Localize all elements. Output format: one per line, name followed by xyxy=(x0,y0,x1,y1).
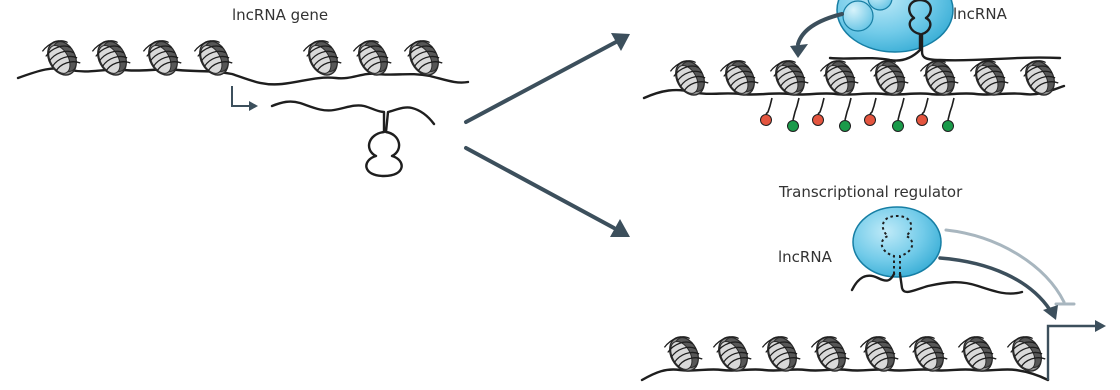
nucleosome-icon xyxy=(761,336,801,372)
histone-mark-icon xyxy=(892,120,904,132)
histone-tail xyxy=(765,97,773,115)
nucleosome-icon xyxy=(712,336,752,372)
protein-complex-icon xyxy=(852,206,942,278)
nucleosome-icon xyxy=(869,60,909,96)
nucleosome-icon xyxy=(819,60,859,96)
histone-tail xyxy=(947,97,955,121)
histone-marks xyxy=(760,97,955,132)
nucleosome-icon xyxy=(1019,60,1059,96)
arrow-to-bottom-head xyxy=(610,219,630,237)
histone-tail xyxy=(897,97,905,121)
modified-dna-strand xyxy=(642,84,1066,100)
regulator-label: Transcriptional regulator xyxy=(778,183,963,201)
histone-mark-icon xyxy=(812,114,824,126)
nucleosome-icon xyxy=(669,60,709,96)
transcriptional-regulator-panel: Transcriptional regulator lncRNA xyxy=(640,183,1106,382)
top-lncrna-tail xyxy=(828,48,922,62)
nucleosome-icon xyxy=(908,336,948,372)
arrow-to-top xyxy=(464,40,618,124)
transcription-start-arrow xyxy=(231,86,258,111)
gene-label: lncRNA gene xyxy=(232,6,328,24)
nucleosome-icon xyxy=(810,336,850,372)
histone-mark-icon xyxy=(942,120,954,132)
histone-mark-icon xyxy=(864,114,876,126)
gene-panel: lncRNA gene xyxy=(16,6,470,178)
nucleosome-icon xyxy=(91,40,131,76)
modified-nucleosomes xyxy=(669,60,1059,96)
histone-tail xyxy=(921,97,929,115)
arrow-to-top-head xyxy=(611,33,630,51)
recruitment-arrow-head xyxy=(790,44,808,58)
nucleosome-icon xyxy=(957,336,997,372)
regulation-arrow-dark xyxy=(938,256,1052,312)
gene-nucleosomes xyxy=(41,40,443,76)
nucleosome-icon xyxy=(859,336,899,372)
histone-mark-icon xyxy=(839,120,851,132)
gene-dna-strand xyxy=(16,67,470,86)
histone-mark-icon xyxy=(760,114,772,126)
regulation-arrow-dark-head xyxy=(1043,305,1058,320)
nucleosome-icon xyxy=(663,336,703,372)
bound-lncrna-dotted xyxy=(880,214,914,274)
nucleosome-icon xyxy=(403,40,443,76)
histone-tail xyxy=(869,97,877,115)
top-lncrna-stemloop xyxy=(908,0,1062,62)
histone-mark-icon xyxy=(787,120,799,132)
nucleosome-icon xyxy=(969,60,1009,96)
histone-tail xyxy=(844,97,852,121)
histone-tail xyxy=(817,97,825,115)
nucleosome-icon xyxy=(1006,336,1046,372)
nucleosome-icon xyxy=(769,60,809,96)
regulation-arrow-light xyxy=(944,228,1066,304)
nucleosome-icon xyxy=(193,40,233,76)
histone-tail xyxy=(792,97,800,121)
nucleosome-icon xyxy=(352,40,392,76)
top-lncrna-label: lncRNA xyxy=(953,5,1008,23)
nucleosome-icon xyxy=(919,60,959,96)
protein-complex-icon xyxy=(836,0,954,53)
nucleosome-icon xyxy=(302,40,342,76)
arrow-to-bottom xyxy=(464,146,616,230)
histone-mark-icon xyxy=(916,114,928,126)
lncrna-transcript xyxy=(270,100,436,178)
chromatin-modifier-panel: lncRNA xyxy=(642,0,1066,132)
target-nucleosomes xyxy=(663,336,1046,372)
nucleosome-icon xyxy=(41,40,81,76)
bottom-lncrna-tail xyxy=(850,272,1024,295)
nucleosome-icon xyxy=(142,40,182,76)
target-gene-start-arrow xyxy=(1046,320,1106,380)
recruitment-arrow xyxy=(796,12,844,46)
branch-arrows xyxy=(464,33,630,237)
bottom-lncrna-label: lncRNA xyxy=(778,248,833,266)
target-dna-strand xyxy=(640,368,1050,382)
nucleosome-icon xyxy=(719,60,759,96)
